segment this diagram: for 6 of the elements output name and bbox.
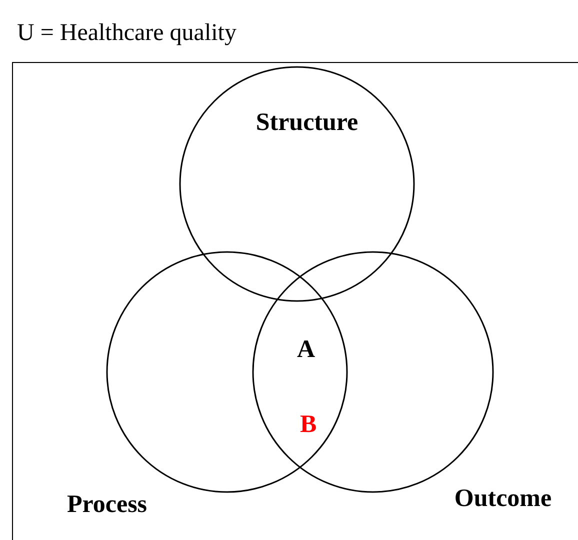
region-label: A <box>297 337 316 362</box>
set-label: Process <box>66 492 148 517</box>
set-label: Structure <box>256 110 358 135</box>
region-label: B <box>300 412 317 437</box>
universe-heading: U = Healthcare quality <box>17 20 236 47</box>
set-label: Outcome <box>454 486 552 511</box>
